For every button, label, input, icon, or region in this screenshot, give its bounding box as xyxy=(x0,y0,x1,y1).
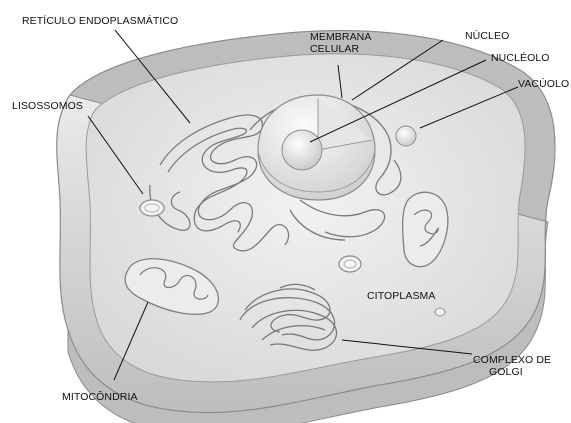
label-mitocondria: MITOCÔNDRIA xyxy=(62,391,138,403)
label-reticulo-endoplasmatico: RETÍCULO ENDOPLASMÁTICO xyxy=(22,15,178,27)
label-nucleo: NÚCLEO xyxy=(465,30,509,42)
label-complexo-line2: GOLGI xyxy=(473,366,551,378)
label-lisossomos: LISOSSOMOS xyxy=(12,100,83,112)
vacuole xyxy=(396,126,416,146)
label-membrana-line1: MEMBRANA xyxy=(310,31,371,43)
label-citoplasma: CITOPLASMA xyxy=(367,290,436,302)
nucleolus xyxy=(282,130,322,170)
label-membrana-celular: MEMBRANA CELULAR xyxy=(310,31,371,55)
label-complexo-de-golgi: COMPLEXO DE GOLGI xyxy=(473,354,551,378)
label-vacuolo: VACÚOLO xyxy=(518,78,569,90)
small-vesicle xyxy=(435,308,445,316)
label-complexo-line1: COMPLEXO DE xyxy=(473,354,551,366)
label-membrana-line2: CELULAR xyxy=(310,43,371,55)
label-nucleolo: NUCLÉOLO xyxy=(491,52,550,64)
